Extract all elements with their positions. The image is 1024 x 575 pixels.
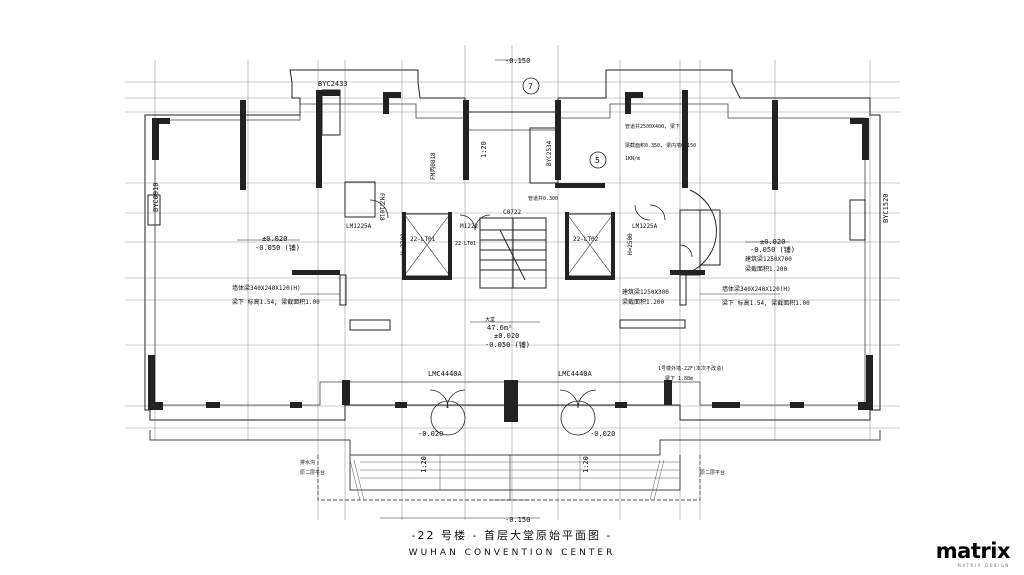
label-fm-1: FM乙1018: [378, 193, 385, 221]
brand-logo: matrix: [935, 539, 1011, 563]
label-beam-mid-1: 建筑梁1250X300: [622, 288, 669, 296]
label-pipe-1: 管道井0.300: [528, 195, 558, 202]
label-note-mid2: 梁截面积0.350, 梁内墙0.150: [625, 142, 696, 149]
label-slope-3: 1:20: [480, 141, 488, 158]
label-side-note2: 原二层平台: [300, 469, 325, 476]
label-elev-left-2: -0.050 (铺): [255, 243, 300, 252]
label-lm1225a-left: LM1225A: [346, 223, 372, 230]
label-c0722: C0722: [503, 209, 521, 216]
label-lm1225a-right: LM1225A: [632, 223, 658, 230]
label-grid7: 7: [528, 82, 533, 91]
label-note-lower2: 梁下 1.88m: [665, 375, 693, 382]
label-beam-right-4: 梁截面积1.200: [745, 265, 787, 273]
label-lobby-area: 47.6m²: [487, 324, 512, 332]
label-elev-right-1: ±0.020: [760, 238, 785, 246]
label-elev-car-left: 22-LT01: [410, 236, 436, 243]
label-byc-top: BYC2433: [318, 80, 348, 88]
label-h2700: H=2700: [400, 233, 407, 255]
label-note-mid: 管道井2500X400, 梁下: [625, 123, 680, 130]
label-entry-left: -0.020: [418, 430, 443, 438]
label-beam-mid-2: 梁截面积1.200: [622, 298, 664, 306]
drawing-labels: -0.150 -0.150 BYC2433 BYC0910 BYC1520 7 …: [152, 57, 890, 524]
label-grid5: 5: [595, 156, 600, 165]
leader-lines: [237, 59, 790, 519]
label-note-platform: 原二层平台: [700, 469, 725, 476]
label-note-mid3: 1KN/m: [625, 156, 640, 162]
label-lmc-right: LMC4440A: [558, 370, 593, 378]
label-lmc-left: LMC4440A: [428, 370, 463, 378]
label-byc-left: BYC0910: [152, 182, 160, 212]
label-m1222: M1222: [460, 223, 478, 230]
label-fm-2: FM丙0818: [430, 152, 437, 180]
drawing-subtitle: WUHAN CONVENTION CENTER: [408, 548, 616, 558]
label-elev-center-2: -0.050 (铺): [485, 340, 530, 349]
label-elev-right-2: -0.050 (铺): [750, 245, 795, 254]
label-elev-bottom: -0.150: [505, 516, 530, 524]
label-slope-1: 1:20: [420, 456, 428, 473]
label-room: 大堂: [485, 316, 495, 323]
grid-bubbles: [522, 77, 607, 169]
label-slope-2: 1:20: [582, 456, 590, 473]
label-beam-left-2: 梁下 标高1.54, 梁截面积1.00: [232, 298, 320, 306]
label-lt01: 22-LT01: [455, 241, 476, 247]
label-byc-right: BYC1520: [882, 193, 890, 223]
label-beam-right-3: 建筑梁1250X700: [745, 255, 792, 263]
label-elev-car-right: 22-LT02: [573, 236, 599, 243]
label-byc2534: BYC2534: [546, 140, 553, 166]
label-beam-left-1: 墙体梁340X240X120(H): [232, 284, 301, 292]
label-h2500: H=2500: [627, 233, 634, 255]
interior-walls: [147, 89, 866, 331]
label-elev-top: -0.150: [505, 57, 530, 65]
label-note-lower: 1号楼外墙-22F(本次不改造): [658, 365, 724, 372]
label-side-note: 排水沟: [300, 459, 315, 466]
label-beam-right-2: 梁下 标高1.54, 梁截面积1.00: [722, 299, 810, 307]
label-entry-right: -0.020: [590, 430, 615, 438]
entry-stairs: [349, 455, 680, 501]
label-beam-right-1: 墙体梁340X240X120(H): [722, 285, 791, 293]
brand-tagline: MATRIX DESIGN: [957, 563, 1010, 568]
label-elev-left-1: ±0.020: [262, 235, 287, 243]
doors: [320, 94, 693, 436]
label-elev-center-1: ±0.020: [494, 332, 519, 340]
drawing-title: -22 号楼 - 首层大堂原始平面图 -: [411, 529, 613, 542]
